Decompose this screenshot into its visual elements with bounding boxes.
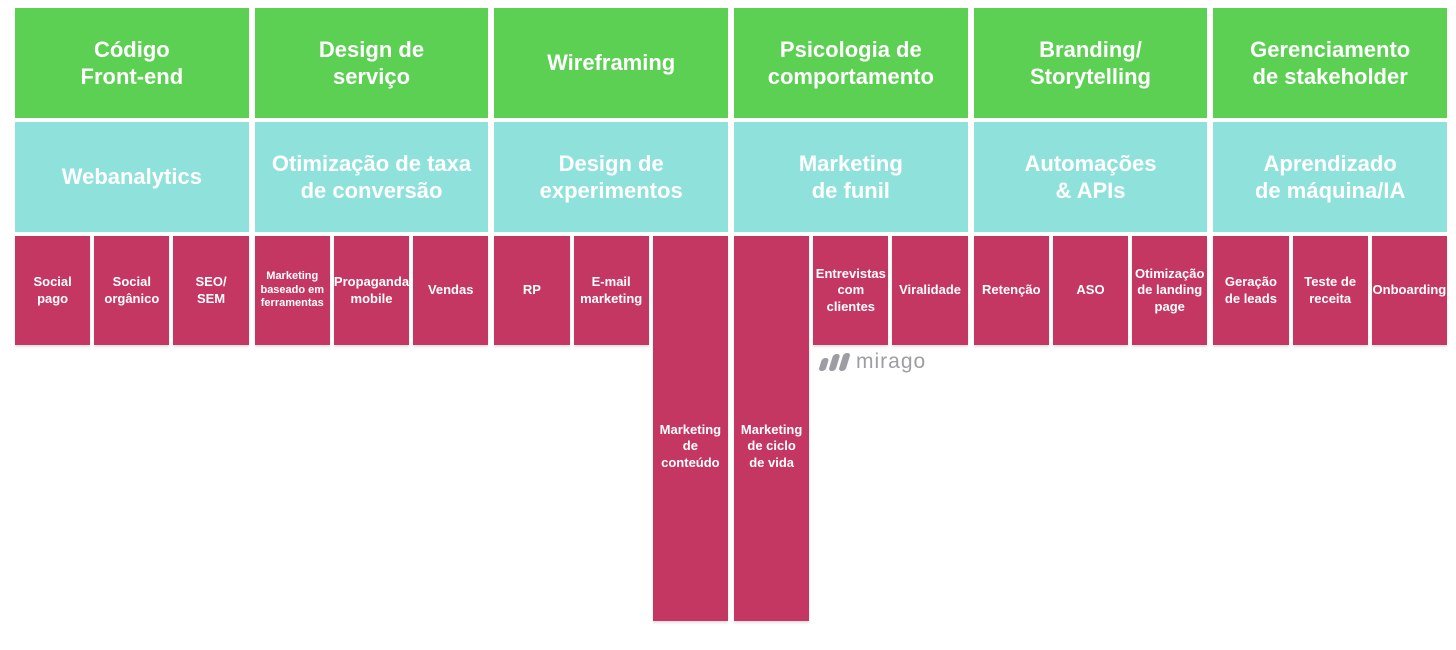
- mirago-logo-text: mirago: [856, 350, 927, 373]
- discipline-block: Webanalytics: [15, 122, 249, 232]
- skill-column-codigo-frontend: Código Front-end Webanalytics Social pag…: [15, 8, 249, 621]
- tactics-row: Geração de leads Teste de receita Onboar…: [1213, 236, 1447, 345]
- tactics-row: RP E-mail marketing Marketing de conteúd…: [494, 236, 728, 621]
- tactic-block: Social orgânico: [94, 236, 170, 345]
- tactic-block: Teste de receita: [1292, 236, 1368, 345]
- tactic-block: Viralidade: [892, 236, 968, 345]
- skill-block: Gerenciamento de stakeholder: [1213, 8, 1447, 118]
- tactic-block-tall: Marketing de ciclo de vida: [734, 236, 810, 621]
- tactic-block: Otimização de landing page: [1132, 236, 1208, 345]
- skill-column-design-servico: Design de serviço Otimização de taxa de …: [254, 8, 489, 621]
- tactic-block: Vendas: [413, 236, 489, 345]
- skill-column-branding: Branding/ Storytelling Automações & APIs…: [973, 8, 1208, 621]
- discipline-block: Design de experimentos: [494, 122, 728, 232]
- mirago-logo: mirago: [818, 350, 927, 374]
- tactic-block: Entrevistas com clientes: [813, 236, 889, 345]
- skills-board: Código Front-end Webanalytics Social pag…: [15, 8, 1447, 621]
- discipline-block: Automações & APIs: [973, 122, 1208, 232]
- tactics-row: Marketing de ciclo de vida Entrevistas c…: [734, 236, 968, 621]
- tactics-row: Marketing baseado em ferramentas Propaga…: [254, 236, 489, 345]
- tactic-block: Propaganda mobile: [333, 236, 410, 345]
- tactic-block: Marketing baseado em ferramentas: [254, 236, 330, 345]
- tactic-block: Retenção: [973, 236, 1049, 345]
- tactic-block: ASO: [1052, 236, 1129, 345]
- skill-column-stakeholder: Gerenciamento de stakeholder Aprendizado…: [1213, 8, 1447, 621]
- skill-block: Código Front-end: [15, 8, 249, 118]
- mirago-bars-icon: [818, 353, 851, 371]
- skill-column-psicologia: Psicologia de comportamento Marketing de…: [734, 8, 968, 621]
- skill-block: Branding/ Storytelling: [973, 8, 1208, 118]
- tactics-row: Retenção ASO Otimização de landing page: [973, 236, 1208, 345]
- tactic-block: RP: [494, 236, 570, 345]
- tactic-block: Onboarding: [1371, 236, 1447, 345]
- tactic-block: E-mail marketing: [573, 236, 649, 345]
- skill-block: Design de serviço: [254, 8, 489, 118]
- discipline-block: Aprendizado de máquina/IA: [1213, 122, 1447, 232]
- skill-column-wireframing: Wireframing Design de experimentos RP E-…: [494, 8, 728, 621]
- tactics-row: Social pago Social orgânico SEO/ SEM: [15, 236, 249, 345]
- tactic-block-tall: Marketing de conteúdo: [652, 236, 728, 621]
- tactic-block: Social pago: [15, 236, 91, 345]
- tactic-block: SEO/ SEM: [173, 236, 249, 345]
- skill-block: Psicologia de comportamento: [734, 8, 968, 118]
- discipline-block: Otimização de taxa de conversão: [254, 122, 489, 232]
- tactic-block: Geração de leads: [1213, 236, 1289, 345]
- skill-block: Wireframing: [494, 8, 728, 118]
- discipline-block: Marketing de funil: [734, 122, 968, 232]
